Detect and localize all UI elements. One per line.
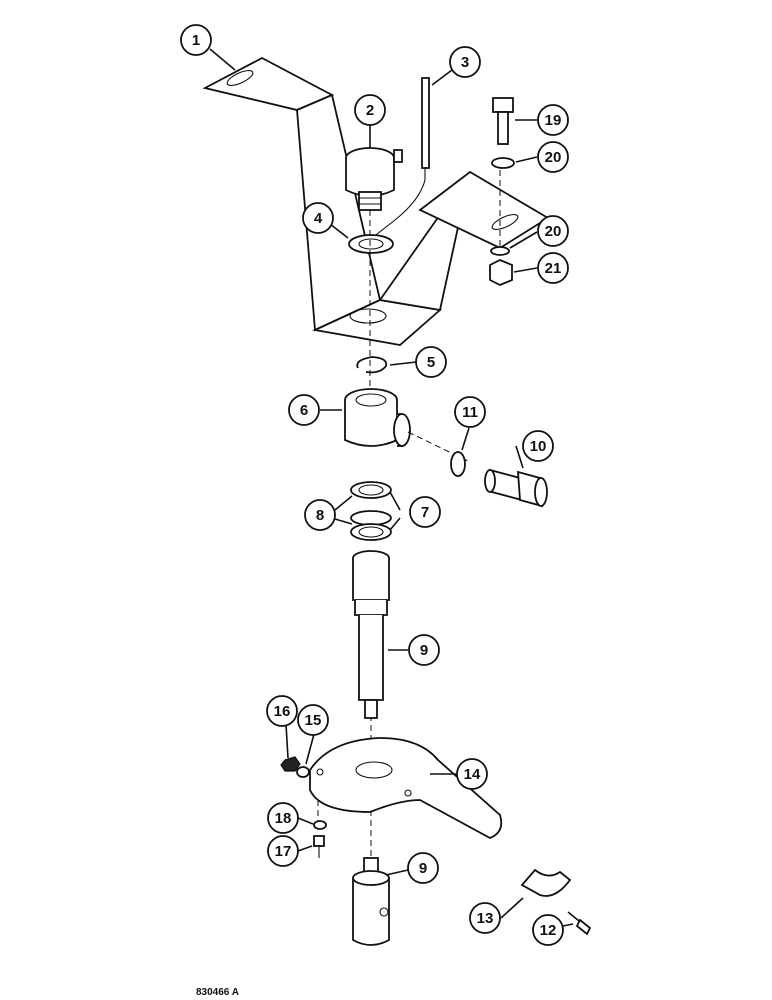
svg-text:3: 3 — [461, 54, 469, 71]
washer-part-4 — [348, 234, 394, 254]
svg-text:4: 4 — [314, 210, 323, 227]
screw-part-12 — [567, 911, 592, 936]
callout-9-upper: 9 — [408, 634, 440, 666]
svg-text:21: 21 — [545, 260, 562, 277]
svg-text:12: 12 — [540, 922, 557, 939]
callout-4: 4 — [302, 202, 334, 234]
callout-13: 13 — [469, 902, 501, 934]
callout-20-upper: 20 — [537, 141, 569, 173]
shaft-part-9 — [352, 550, 390, 719]
svg-text:6: 6 — [300, 402, 308, 419]
callout-12: 12 — [532, 914, 564, 946]
washer-upper-part-20 — [491, 157, 515, 169]
svg-text:15: 15 — [305, 712, 322, 729]
tee-fitting-part-6 — [344, 388, 411, 447]
snap-ring-part-5 — [356, 356, 388, 374]
svg-text:19: 19 — [545, 112, 562, 129]
nut-part-21 — [489, 259, 513, 286]
rod-part-3 — [371, 77, 430, 239]
callout-3: 3 — [449, 46, 481, 78]
callout-19: 19 — [537, 104, 569, 136]
svg-text:9: 9 — [420, 642, 428, 659]
switch-part-2 — [345, 147, 403, 211]
callout-2: 2 — [354, 94, 386, 126]
callout-21: 21 — [537, 252, 569, 284]
svg-text:14: 14 — [464, 766, 481, 783]
shaft-lower-part-9 — [352, 857, 390, 946]
callout-5: 5 — [415, 346, 447, 378]
leader-lines — [209, 48, 574, 927]
washer-lower-part-20 — [490, 246, 510, 256]
svg-text:20: 20 — [545, 149, 562, 166]
svg-text:18: 18 — [275, 810, 292, 827]
o-ring-part-11 — [450, 451, 466, 477]
svg-text:11: 11 — [462, 404, 478, 421]
callout-17: 17 — [267, 835, 299, 867]
svg-text:13: 13 — [477, 910, 494, 927]
callout-11: 11 — [454, 396, 486, 428]
callout-14: 14 — [456, 758, 488, 790]
callout-10: 10 — [522, 430, 554, 462]
svg-text:1: 1 — [192, 32, 200, 49]
bolt-part-17 — [313, 835, 325, 858]
callout-7: 7 — [409, 496, 441, 528]
svg-text:9: 9 — [419, 860, 427, 877]
nut-part-16 — [280, 756, 301, 772]
svg-text:5: 5 — [427, 354, 435, 371]
callout-8: 8 — [304, 499, 336, 531]
svg-text:17: 17 — [275, 843, 292, 860]
plate-part-14 — [309, 737, 503, 839]
clip-part-13 — [520, 868, 572, 897]
svg-text:20: 20 — [545, 223, 562, 240]
washer-part-18 — [313, 820, 327, 830]
bracket-part-1 — [202, 56, 550, 346]
svg-text:2: 2 — [366, 102, 374, 119]
callout-20-lower: 20 — [537, 215, 569, 247]
svg-text:10: 10 — [530, 438, 547, 455]
adapter-fitting-part-10 — [484, 468, 548, 508]
svg-text:7: 7 — [421, 504, 429, 521]
figure-reference: 830466 A — [196, 987, 239, 998]
washer-part-15 — [296, 766, 310, 778]
callout-9-lower: 9 — [407, 852, 439, 884]
callout-16: 16 — [266, 695, 298, 727]
seals-parts-7-8 — [350, 481, 392, 541]
callout-1: 1 — [180, 24, 212, 56]
bolt-part-19 — [492, 97, 514, 145]
callout-18: 18 — [267, 802, 299, 834]
callout-15: 15 — [297, 704, 329, 736]
svg-text:16: 16 — [274, 703, 291, 720]
callout-6: 6 — [288, 394, 320, 426]
svg-text:8: 8 — [316, 507, 324, 524]
